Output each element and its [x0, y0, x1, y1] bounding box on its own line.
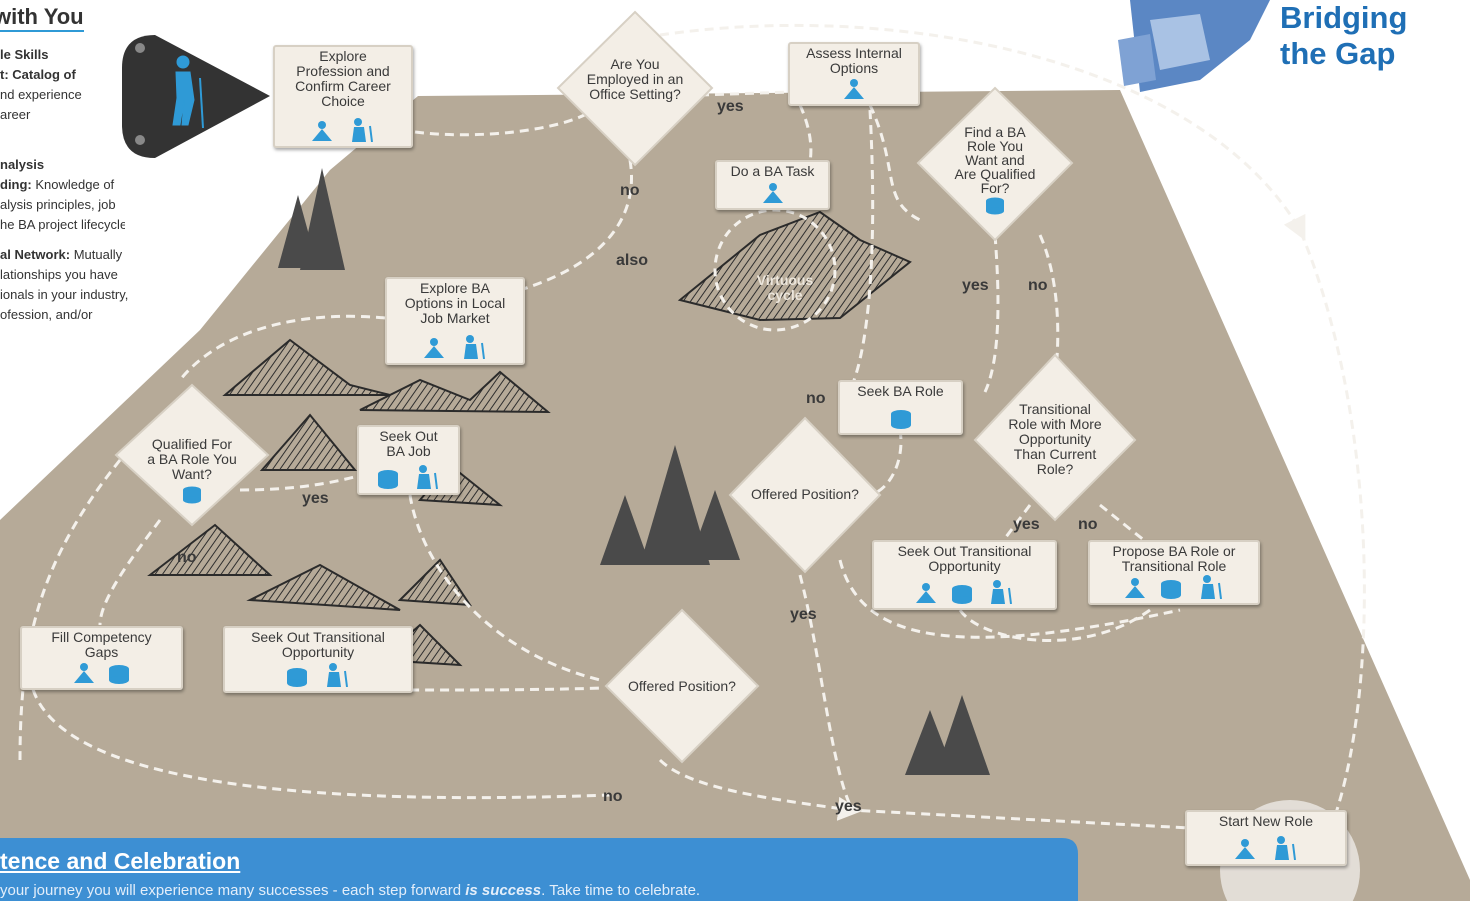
edge-label-no-offered2: no [603, 788, 623, 805]
edge-label-no-offered: no [806, 390, 826, 407]
hiker-icon [463, 335, 485, 359]
database-icon [287, 668, 308, 687]
edge-label-yes-qualified: yes [302, 490, 329, 507]
virtuous-cycle-label: Virtuous cycle [756, 272, 814, 303]
bridging-title: Bridging the Gap [1280, 0, 1407, 72]
title-line-2: the Gap [1280, 36, 1396, 71]
network-text-1: Mutually [73, 247, 123, 262]
analysis-lead: ding: [0, 177, 32, 192]
person-network-icon [312, 121, 333, 141]
edge-label-no-qualified: no [177, 549, 197, 566]
edge-label-also: also [616, 252, 649, 269]
hiker-icon [1200, 575, 1222, 599]
node-explore-ba-options: Explore BA Options in Local Job Market [385, 277, 525, 365]
node-find-ba-role: Find a BA Role You Want and Are Qualifie… [930, 125, 1060, 215]
node-transitional-role: Transitional Role with More Opportunity … [1008, 401, 1102, 477]
edge-label-yes-find: yes [962, 277, 989, 294]
banner-text-emph: is success [465, 882, 542, 899]
left-panel-heading: with You [0, 4, 84, 32]
database-icon [377, 470, 398, 489]
edge-label-yes-offered1: yes [790, 606, 817, 623]
edge-label-yes-employed: yes [717, 98, 744, 115]
person-network-icon [762, 183, 783, 203]
network-text-2: lationships you have [0, 267, 118, 282]
database-icon [986, 197, 1004, 215]
database-icon [890, 410, 911, 429]
edge-label-yes-offered2: yes [835, 798, 862, 815]
bridging-logo-graphic [1118, 0, 1270, 92]
banner-text-pre: your journey you will experience many su… [0, 882, 462, 899]
skills-title: le Skills [0, 47, 49, 62]
decision-diamonds [114, 10, 1137, 764]
hiker-marker [122, 35, 270, 158]
network-text-3: ionals in your industry, [0, 287, 129, 302]
banner-text: your journey you will experience many su… [0, 882, 1070, 901]
network-lead: al Network: [0, 247, 71, 262]
node-offered-position-2: Offered Position? [628, 678, 736, 694]
node-qualified-ba-role: Qualified For a BA Role You Want? [127, 437, 257, 504]
node-employed-office: Are You Employed in an Office Setting? [586, 56, 684, 102]
skills-text-2: nd experience [0, 87, 82, 102]
hiker-icon [351, 118, 373, 142]
person-network-icon [1235, 839, 1256, 859]
node-seek-out-ba-job: Seek Out BA Job [357, 425, 460, 495]
node-seek-ba-role: Seek BA Role [838, 380, 963, 435]
edge-label-no-employed: no [620, 182, 640, 199]
virtuous-cycle-mountain [677, 208, 912, 332]
hiker-icon [326, 663, 348, 687]
banner-title: tence and Celebration [0, 848, 241, 874]
network-text: al Network: Mutually lationships you hav… [0, 245, 200, 325]
node-start-new-role: Start New Role [1185, 810, 1347, 866]
edge-label-yes-transitional: yes [1013, 516, 1040, 533]
celebration-banner-bg [0, 838, 1078, 901]
skills-text-1: t: Catalog of [0, 67, 76, 82]
person-network-icon [424, 338, 445, 358]
trees [278, 168, 990, 775]
left-text-panel: with You le Skills t: Catalog of nd expe… [0, 0, 125, 340]
node-fill-competency: Fill Competency Gaps [20, 626, 183, 690]
skills-text-3: areer [0, 107, 31, 122]
database-icon [183, 486, 201, 504]
person-network-icon [915, 583, 936, 603]
edge-label-no-find: no [1028, 277, 1048, 294]
node-assess-internal: Assess Internal Options [788, 42, 920, 106]
database-icon [951, 585, 972, 604]
analysis-title: nalysis [0, 157, 45, 172]
database-icon [1161, 580, 1181, 599]
node-offered-position-1: Offered Position? [751, 486, 859, 502]
banner-text-post: . Take time to celebrate. [541, 882, 701, 899]
person-network-icon [844, 79, 864, 99]
analysis-text-1: Knowledge of [35, 177, 115, 192]
hiker-icon [1274, 836, 1296, 860]
database-icon [109, 665, 130, 684]
node-do-ba-task: Do a BA Task [715, 160, 830, 210]
person-network-icon [1125, 578, 1146, 598]
title-line-1: Bridging [1280, 0, 1408, 35]
node-seek-transitional-left: Seek Out Transitional Opportunity [223, 626, 413, 693]
mountains-left [147, 338, 551, 667]
node-seek-transitional-right: Seek Out Transitional Opportunity [872, 540, 1057, 610]
analysis-text-3: he BA project lifecycle. [0, 217, 125, 232]
node-explore-profession: Explore Profession and Confirm Career Ch… [273, 45, 413, 148]
node-propose-ba-role: Propose BA Role or Transitional Role [1088, 540, 1260, 605]
hiker-icon [991, 580, 1013, 604]
hiker-icon [417, 465, 439, 489]
analysis-text-2: alysis principles, job [0, 197, 116, 212]
person-network-icon [73, 663, 94, 683]
edge-label-no-transitional: no [1078, 516, 1098, 533]
network-text-4: ofession, and/or [0, 307, 93, 322]
